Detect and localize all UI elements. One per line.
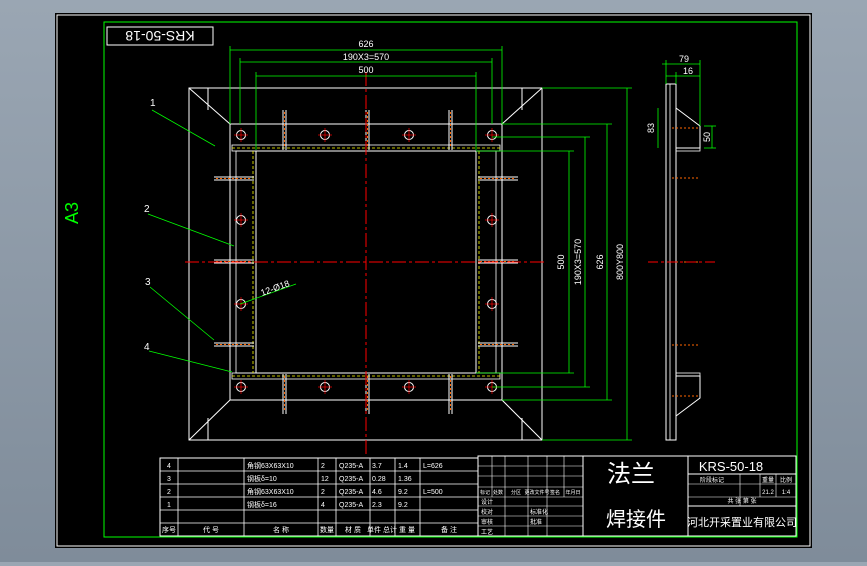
inner-frame	[103, 21, 798, 538]
bolt-hole	[234, 128, 248, 142]
bolt-hole	[485, 213, 499, 227]
bom-cell-name: 角钢63X63X10	[247, 461, 294, 470]
sign-header-cell: 处数	[493, 489, 503, 496]
bom-row: 3 钢板δ=10 12 Q235-A 0.28 1.36	[167, 474, 412, 483]
title-block-frame	[477, 455, 797, 537]
dim-top-overall: 626	[358, 39, 373, 49]
bom-cell-total: 1.4	[398, 463, 408, 470]
dim-side-inner: 500	[556, 254, 566, 269]
sign-header-cell: 分区	[511, 489, 521, 496]
rotated-number-box	[106, 26, 214, 46]
bom-cell-no: 1	[167, 502, 171, 509]
company-name: 河北开采置业有限公司	[687, 515, 797, 529]
role-label-right: 批准	[530, 518, 542, 526]
dim-profile-thickness: 16	[683, 66, 693, 76]
bom-cell-no: 4	[167, 463, 171, 470]
bom-cell-unit: 2.3	[372, 502, 382, 509]
bom-header-cell: 重 量	[399, 526, 415, 534]
sign-header-cell: 更改文件号	[524, 489, 549, 496]
bom-cell-material: Q235-A	[339, 476, 363, 483]
dim-top-pitch: 190X3=570	[343, 52, 389, 62]
bom-cell-qty: 2	[321, 489, 325, 496]
bom-cell-unit: 4.6	[372, 489, 382, 496]
stage-label: 阶段标记	[700, 476, 724, 484]
bolt-hole	[318, 128, 332, 142]
leader-4: 4	[144, 342, 150, 353]
bom-header-cell: 代 号	[203, 525, 219, 534]
sheet-size-label: A3	[62, 202, 82, 224]
bom-cell-qty: 12	[321, 476, 329, 483]
role-label-right: 标准化	[530, 508, 548, 516]
leader-2: 2	[144, 204, 150, 215]
bom-cell-unit: 3.7	[372, 463, 382, 470]
scale-value: 1:4	[782, 490, 791, 496]
bolt-hole	[402, 380, 416, 394]
bolt-hole	[402, 128, 416, 142]
sheet-info: 共 张 第 张	[727, 497, 756, 505]
bom-cell-qty: 2	[321, 463, 325, 470]
bom-cell-note: L=500	[423, 489, 443, 496]
bom-row: 1 钢板δ=16 4 Q235-A 2.3 9.2	[167, 500, 408, 509]
bom-cell-name: 角钢63X63X10	[247, 487, 294, 496]
weight-value: 21.2	[762, 490, 774, 496]
drawing-background	[55, 13, 812, 548]
title-drawing-number: KRS-50-18	[699, 459, 763, 474]
role-label: 工艺	[481, 528, 493, 536]
bom-header-cell: 名 称	[273, 525, 289, 534]
bolt-hole	[234, 380, 248, 394]
dim-side-outer: 800Y800	[615, 244, 625, 280]
bom-row: 2 角钢63X63X10 2 Q235-A 4.6 9.2 L=500	[167, 487, 443, 496]
role-label: 审核	[481, 518, 493, 526]
title-block: 法兰 焊接件 KRS-50-18 河北开采置业有限公司 阶段标记 重量 比例 2…	[477, 455, 797, 537]
dim-top-inner: 500	[358, 65, 373, 75]
dim-profile-width: 79	[679, 54, 689, 64]
bolt-hole	[318, 380, 332, 394]
bom-cell-total: 1.36	[398, 476, 412, 483]
title-line-2: 焊接件	[606, 508, 666, 531]
weight-label: 重量	[762, 476, 774, 484]
outer-frame	[56, 14, 811, 547]
leader-1: 1	[150, 98, 156, 109]
dim-profile-height-a: 83	[646, 123, 656, 133]
bom-row: 4 角钢63X63X10 2 Q235-A 3.7 1.4 L=626	[167, 461, 443, 470]
bom-cell-unit: 0.28	[372, 476, 386, 483]
scale-label: 比例	[780, 476, 792, 484]
bom-header-cell: 材 质	[345, 525, 361, 534]
bom-cell-material: Q235-A	[339, 463, 363, 470]
role-label: 设计	[481, 498, 493, 506]
sign-header-cell: 签名	[550, 489, 560, 496]
bolt-hole	[234, 213, 248, 227]
bolt-hole	[485, 128, 499, 142]
sign-header-cell: 年月日	[565, 489, 580, 496]
bom-header-cell: 单件 总计	[367, 525, 397, 534]
bom-cell-note: L=626	[423, 463, 443, 470]
dim-side-pitch: 190X3=570	[573, 239, 583, 285]
dimension-lines	[229, 46, 632, 441]
dim-side-overall: 626	[595, 254, 605, 269]
bom-cell-total: 9.2	[398, 502, 408, 509]
role-label: 校对	[481, 508, 493, 516]
bom-cell-no: 3	[167, 476, 171, 483]
leader-3: 3	[145, 277, 151, 288]
bom-cell-material: Q235-A	[339, 502, 363, 509]
title-line-1: 法兰	[607, 461, 655, 488]
bom-header-cell: 数量	[320, 525, 334, 534]
side-view: 79 16 83 50	[646, 54, 716, 441]
bom-cell-material: Q235-A	[339, 489, 363, 496]
bom-cell-total: 9.2	[398, 489, 408, 496]
dim-profile-height-b: 50	[702, 132, 712, 142]
sign-header-cell: 标记	[480, 489, 490, 496]
rotated-drawing-number: KRS-50-18	[125, 28, 194, 44]
bom-header-cell: 序号	[162, 525, 176, 534]
bom-cell-qty: 4	[321, 502, 325, 509]
part-leaders	[147, 109, 235, 373]
bom-cell-no: 2	[167, 489, 171, 496]
bom-header-cell: 备 注	[441, 525, 457, 534]
bom-cell-name: 钢板δ=16	[247, 500, 277, 509]
bolt-hole	[485, 297, 499, 311]
bom-cell-name: 钢板δ=10	[247, 474, 277, 483]
